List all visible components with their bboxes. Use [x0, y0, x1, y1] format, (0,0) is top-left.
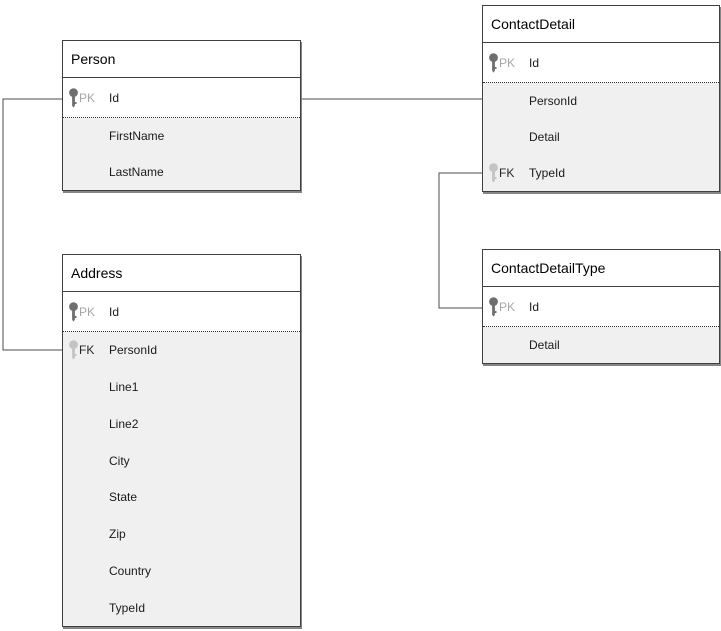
attribute-name: Id	[109, 90, 120, 105]
entity-contact-detail-row-detail[interactable]: Detail	[483, 119, 719, 155]
entity-address-row-line1[interactable]: Line1	[63, 369, 300, 406]
primary-key-icon	[489, 296, 498, 317]
entity-contact-detail-title: ContactDetail	[483, 6, 719, 43]
entity-person-key-section: PK Id	[63, 78, 300, 118]
entity-contact-detail-type-title: ContactDetailType	[483, 250, 719, 287]
entity-contact-detail-type-attribute-section: Detail	[483, 327, 719, 363]
attribute-name: FirstName	[109, 129, 165, 143]
entity-address-row-country[interactable]: Country	[63, 553, 300, 590]
entity-address-row-typeid[interactable]: TypeId	[63, 589, 300, 626]
fk-label: FK	[79, 343, 95, 358]
relationship-connector-person-to-address[interactable]	[2, 98, 62, 351]
attribute-name: LastName	[109, 165, 164, 179]
foreign-key-icon	[69, 340, 78, 360]
primary-key-icon	[69, 301, 78, 322]
pk-label: PK	[79, 304, 96, 319]
entity-address-row-city[interactable]: City	[63, 442, 300, 479]
entity-contact-detail-row-id[interactable]: PK Id	[483, 43, 719, 82]
entity-contact-detail-row-personid[interactable]: PersonId	[483, 83, 719, 119]
relationship-connector-contact-detail-to-contact-detail-type[interactable]	[438, 172, 482, 309]
entity-person-row-lastname[interactable]: LastName	[63, 154, 300, 190]
primary-key-icon	[69, 87, 78, 108]
pk-label: PK	[499, 55, 516, 70]
fk-label: FK	[499, 166, 515, 180]
attribute-name: TypeId	[529, 166, 566, 180]
primary-key-icon	[489, 52, 498, 73]
attribute-name: Detail	[529, 338, 560, 352]
foreign-key-icon	[489, 163, 498, 183]
entity-contact-detail-type-row-id[interactable]: PK Id	[483, 287, 719, 326]
attribute-name: Country	[109, 563, 152, 578]
entity-address-row-personid[interactable]: FK PersonId	[63, 332, 300, 369]
entity-contact-detail-type-row-detail[interactable]: Detail	[483, 327, 719, 363]
entity-address-row-state[interactable]: State	[63, 479, 300, 516]
attribute-name: Zip	[109, 527, 126, 542]
entity-address-row-line2[interactable]: Line2	[63, 406, 300, 443]
pk-label: PK	[79, 90, 96, 105]
attribute-name: Line1	[109, 380, 139, 395]
attribute-name: Id	[529, 55, 540, 70]
attribute-name: PersonId	[109, 343, 158, 358]
entity-address-row-zip[interactable]: Zip	[63, 516, 300, 553]
entity-address-key-section: PK Id	[63, 292, 300, 332]
attribute-name: Id	[529, 299, 540, 314]
attribute-name: Detail	[529, 130, 560, 144]
entity-person-row-id[interactable]: PK Id	[63, 78, 300, 117]
entity-contact-detail-key-section: PK Id	[483, 43, 719, 83]
attribute-name: State	[109, 490, 138, 505]
attribute-name: Line2	[109, 416, 139, 431]
pk-label: PK	[499, 299, 516, 314]
entity-person-row-firstname[interactable]: FirstName	[63, 118, 300, 154]
attribute-name: PersonId	[529, 94, 578, 108]
attribute-name: Id	[109, 304, 120, 319]
entity-person-title: Person	[63, 41, 300, 78]
entity-contact-detail-type-key-section: PK Id	[483, 287, 719, 327]
entity-address-title: Address	[63, 255, 300, 292]
attribute-name: City	[109, 453, 130, 468]
entity-address-row-id[interactable]: PK Id	[63, 292, 300, 331]
entity-contact-detail-row-typeid[interactable]: FK TypeId	[483, 155, 719, 191]
attribute-name: TypeId	[109, 600, 146, 615]
